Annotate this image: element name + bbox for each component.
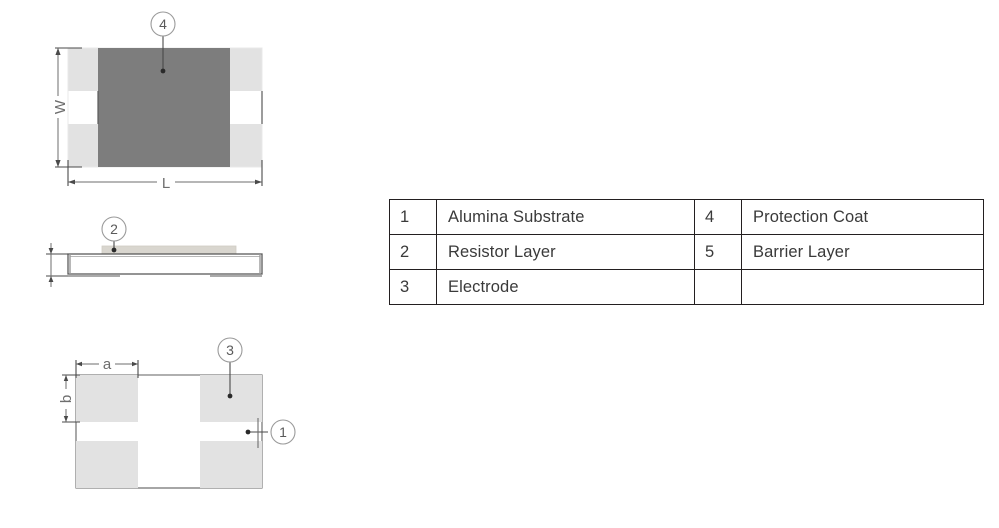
callout-2: 2 xyxy=(101,216,127,253)
dimension-b-arrow-top xyxy=(63,375,69,381)
dimension-a: a xyxy=(75,355,139,378)
legend-table-body: 1 Alumina Substrate 4 Protection Coat 2 … xyxy=(389,199,984,305)
top-view-pad-left-bottom xyxy=(68,124,98,167)
legend-name-right xyxy=(741,269,984,305)
dimension-a-label-mask xyxy=(99,355,115,373)
legend-number-right: 5 xyxy=(694,234,742,270)
dimension-b-arrow-bottom xyxy=(63,416,69,422)
side-view-thickness-dimension xyxy=(46,243,68,287)
legend-number-right: 4 xyxy=(694,199,742,235)
legend-name-right: Protection Coat xyxy=(741,199,984,235)
dimension-W-label-mask xyxy=(50,96,66,118)
callout-4: 4 xyxy=(150,11,176,74)
dimension-W: W xyxy=(50,47,82,168)
top-view-pad-left-top xyxy=(68,48,98,91)
callout-4-dot xyxy=(160,68,166,74)
table-row: 1 Alumina Substrate 4 Protection Coat xyxy=(389,199,984,235)
legend-number-right xyxy=(694,269,742,305)
top-view-protection-coat xyxy=(98,48,230,167)
dimension-a-label: a xyxy=(103,356,112,373)
dimension-L: L xyxy=(67,160,263,192)
side-view-thickness-arrow-top xyxy=(48,248,54,254)
bottom-view-pad-right-top xyxy=(200,375,262,422)
legend-name-left: Resistor Layer xyxy=(436,234,695,270)
bottom-view-pad-left-top xyxy=(76,375,138,422)
table-row: 3 Electrode xyxy=(389,269,984,305)
side-view-thickness-arrow-bottom xyxy=(48,276,54,282)
callout-2-number: 2 xyxy=(110,221,118,237)
bottom-view: a b 3 xyxy=(58,337,296,489)
table-row: 2 Resistor Layer 5 Barrier Layer xyxy=(389,234,984,270)
callout-1-number: 1 xyxy=(279,424,287,440)
top-view-pad-right-top xyxy=(230,48,262,91)
side-view-substrate-body xyxy=(67,253,263,275)
dimension-L-label: L xyxy=(162,175,170,192)
legend-name-left: Electrode xyxy=(436,269,695,305)
side-view-resistor-layer xyxy=(101,245,237,255)
callout-3: 3 xyxy=(217,337,243,399)
dimension-W-arrow-top xyxy=(55,48,61,55)
dimension-W-arrow-bottom xyxy=(55,160,61,167)
dimension-a-arrow-right xyxy=(132,361,138,367)
callout-3-dot xyxy=(227,393,233,399)
callout-2-bubble xyxy=(101,216,127,242)
top-view: W L 4 xyxy=(50,11,263,192)
legend-number-left: 2 xyxy=(389,234,437,270)
dimension-L-arrow-right xyxy=(255,179,262,185)
callout-4-bubble xyxy=(150,11,176,37)
callout-3-bubble xyxy=(217,337,243,363)
bottom-view-pad-left-bottom xyxy=(76,441,138,488)
dimension-L-arrow-left xyxy=(68,179,75,185)
dimension-W-label: W xyxy=(52,99,69,114)
legend-number-left: 3 xyxy=(389,269,437,305)
callout-2-dot xyxy=(111,247,117,253)
legend-table: 1 Alumina Substrate 4 Protection Coat 2 … xyxy=(389,199,984,305)
dimension-L-label-mask xyxy=(157,172,175,192)
dimension-b-label: b xyxy=(58,395,75,403)
legend-name-right: Barrier Layer xyxy=(741,234,984,270)
callout-3-number: 3 xyxy=(226,342,234,358)
dimension-b-label-mask xyxy=(58,389,74,409)
callout-1-dot xyxy=(245,429,251,435)
top-view-pad-right-bottom xyxy=(230,124,262,167)
bottom-view-pad-right-bottom xyxy=(200,441,262,488)
legend-name-left: Alumina Substrate xyxy=(436,199,695,235)
dimension-a-arrow-left xyxy=(76,361,82,367)
callout-1: 1 xyxy=(245,418,296,448)
callout-4-number: 4 xyxy=(159,16,167,32)
legend-number-left: 1 xyxy=(389,199,437,235)
callout-1-bubble xyxy=(270,419,296,445)
dimension-b: b xyxy=(58,374,80,423)
side-view: 2 xyxy=(46,216,263,287)
